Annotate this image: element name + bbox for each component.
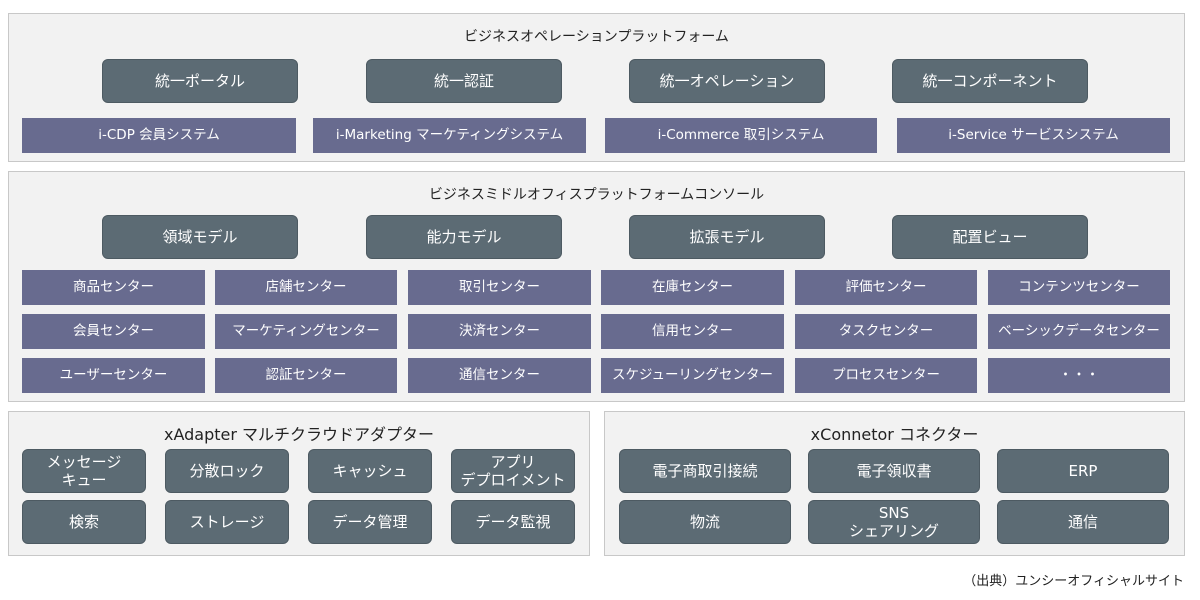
connector-item: 通信 — [997, 500, 1169, 544]
center-item: ベーシックデータセンター — [988, 314, 1170, 349]
system-i-commerce: i-Commerce 取引システム — [605, 118, 877, 153]
center-item: プロセスセンター — [795, 358, 977, 393]
center-item: 商品センター — [22, 270, 205, 305]
center-item: 通信センター — [408, 358, 591, 393]
center-item: コンテンツセンター — [988, 270, 1170, 305]
connector-item: ERP — [997, 449, 1169, 493]
xadapter-title: xAdapter マルチクラウドアダプター — [163, 425, 435, 444]
adapter-item: アプリ デプロイメント — [451, 449, 575, 493]
connector-item: 電子領収書 — [808, 449, 980, 493]
adapter-item: メッセージ キュー — [22, 449, 146, 493]
center-item: 評価センター — [795, 270, 977, 305]
center-item: 店舗センター — [215, 270, 397, 305]
center-item: 取引センター — [408, 270, 591, 305]
system-i-marketing: i-Marketing マーケティングシステム — [313, 118, 586, 153]
module-unified-component: 統一コンポーネント — [892, 59, 1088, 103]
view-deployment: 配置ビュー — [892, 215, 1088, 259]
center-item: タスクセンター — [795, 314, 977, 349]
adapter-item: キャッシュ — [308, 449, 432, 493]
module-unified-operation: 統一オペレーション — [629, 59, 825, 103]
center-item-more: ・・・ — [988, 358, 1170, 393]
module-unified-auth: 統一認証 — [366, 59, 562, 103]
middle-office-title: ビジネスミドルオフィスプラットフォームコンソール — [428, 187, 765, 203]
center-item: 決済センター — [408, 314, 591, 349]
system-i-cdp: i-CDP 会員システム — [22, 118, 296, 153]
model-capability: 能力モデル — [366, 215, 562, 259]
connector-item: 電子商取引接続 — [619, 449, 791, 493]
center-item: 在庫センター — [601, 270, 784, 305]
adapter-item: データ監視 — [451, 500, 575, 544]
center-item: 認証センター — [215, 358, 397, 393]
center-item: 信用センター — [601, 314, 784, 349]
system-i-service: i-Service サービスシステム — [897, 118, 1170, 153]
adapter-item: ストレージ — [165, 500, 289, 544]
center-item: マーケティングセンター — [215, 314, 397, 349]
xconnector-title: xConnetor コネクター — [810, 425, 979, 444]
adapter-item: 分散ロック — [165, 449, 289, 493]
model-extension: 拡張モデル — [629, 215, 825, 259]
center-item: スケジューリングセンター — [601, 358, 784, 393]
module-unified-portal: 統一ポータル — [102, 59, 298, 103]
connector-item: SNS シェアリング — [808, 500, 980, 544]
center-item: 会員センター — [22, 314, 205, 349]
source-note: （出典）ユンシーオフィシャルサイト — [963, 574, 1184, 589]
center-item: ユーザーセンター — [22, 358, 205, 393]
model-domain: 領域モデル — [102, 215, 298, 259]
business-operation-title: ビジネスオペレーションプラットフォーム — [464, 29, 729, 45]
connector-item: 物流 — [619, 500, 791, 544]
adapter-item: 検索 — [22, 500, 146, 544]
adapter-item: データ管理 — [308, 500, 432, 544]
